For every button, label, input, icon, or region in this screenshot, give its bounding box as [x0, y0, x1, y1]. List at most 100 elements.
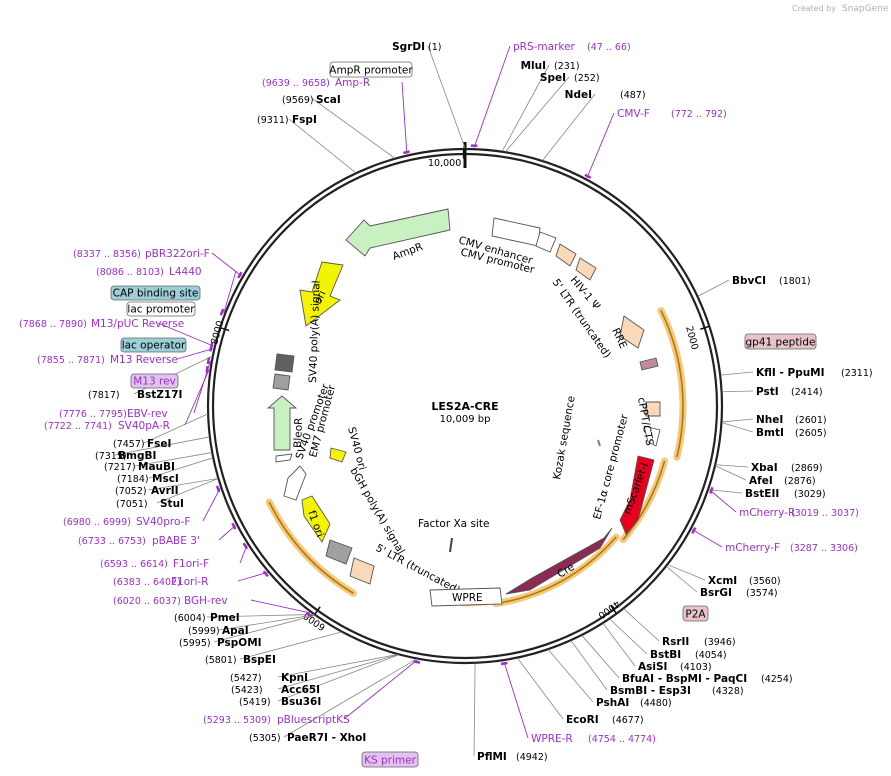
- primer-range-pbr322ori-f: (8337 .. 8356): [73, 249, 141, 260]
- primer-range-pbluescriptks: (5293 .. 5309): [203, 715, 271, 726]
- site-leader: [206, 614, 314, 618]
- site-leader: [609, 618, 648, 655]
- site-leader: [517, 657, 564, 720]
- site-xbai: XbaI: [751, 462, 778, 474]
- site-pos-pflmi: (4942): [516, 752, 548, 763]
- site-pos-bmti: (2605): [795, 428, 827, 439]
- sv40-ori-box: [329, 447, 347, 463]
- site-leader: [277, 654, 398, 678]
- tick-label-4000: 4000: [596, 598, 622, 621]
- site-pos-bstz17i: (7817): [88, 390, 120, 401]
- site-pos-bmgbi: (7315): [95, 451, 127, 462]
- primer-leader: [237, 572, 268, 582]
- f1-ori-arrow: [301, 495, 331, 543]
- primer-range-l4440: (8086 .. 8103): [96, 267, 164, 278]
- site-pos-fsei: (7457): [113, 439, 145, 450]
- site-pos-asisi: (4103): [680, 662, 712, 673]
- primer-range-sv40pa-r: (7722 .. 7741): [44, 421, 112, 432]
- primer-leader: [586, 112, 615, 179]
- ori-arrow: [299, 261, 344, 327]
- ef1a-promoter-arrow: [643, 425, 661, 447]
- kozak-label: Kozak sequence: [551, 395, 578, 481]
- kozak-mark: [597, 439, 601, 447]
- primer-mark: [219, 308, 225, 316]
- site-bmti: BmtI: [756, 427, 784, 439]
- ltr-bottom-box: [349, 557, 375, 585]
- tick-8000: [220, 327, 230, 332]
- site-pos-acc65i: (5423): [231, 685, 263, 696]
- site-bsteii: BstEII: [745, 488, 779, 500]
- primer-pbabe-3-: pBABE 3': [152, 535, 200, 547]
- cmv-enhancer-box: [491, 217, 541, 247]
- site-pos-paer7i-xhoi: (5305): [249, 733, 281, 744]
- site-leader: [312, 98, 396, 159]
- site-asisi: AsiSI: [638, 661, 667, 673]
- box-label-m13-rev: M13 rev: [133, 376, 176, 388]
- ampr-arrow: [345, 208, 451, 257]
- primer-bgh-rev: BGH-rev: [184, 595, 228, 607]
- primer-mark: [242, 542, 249, 550]
- primer-range-f1ori-r: (6383 .. 6402): [113, 577, 181, 588]
- site-leader: [114, 436, 210, 456]
- primer-range-mcherry-r: (3019 .. 3037): [791, 508, 859, 519]
- primer-mark: [262, 570, 269, 578]
- ampr-label: AmpR: [391, 241, 425, 263]
- ori-label: ori: [312, 289, 329, 306]
- tick-6000: [314, 606, 321, 615]
- primer-leader: [691, 529, 723, 548]
- site-leader: [722, 390, 754, 393]
- tick-label-10000: 10,000: [428, 158, 461, 169]
- sv40-polya-box-2: [272, 373, 291, 391]
- primer-sv40pa-r: SV40pA-R: [118, 420, 170, 432]
- box-label-ks-primer: KS primer: [364, 755, 416, 767]
- primer-range-bgh-rev: (6020 .. 6037): [113, 596, 181, 607]
- site-leader: [542, 93, 596, 161]
- site-leader: [708, 489, 743, 494]
- primer-m13-puc-reverse: M13/pUC Reverse: [91, 318, 184, 330]
- box-p2a: [682, 605, 709, 622]
- site-leader: [148, 457, 213, 479]
- site-pos-xbai: (2869): [791, 463, 823, 474]
- primer-leader: [709, 489, 737, 513]
- site-pshai: PshAI: [596, 697, 629, 709]
- site-pos-afei: (2876): [784, 476, 816, 487]
- site-leader: [501, 64, 550, 152]
- site-mlui: MluI: [521, 60, 546, 72]
- site-pmei: PmeI: [210, 612, 240, 624]
- site-pos-spei: (252): [574, 73, 600, 84]
- sv40-promoter-arrow: [283, 465, 307, 501]
- wpre-label: WPRE: [452, 592, 483, 604]
- site-pos-nhei: (2601): [795, 415, 827, 426]
- sv40-ori-label: SV40 ori: [345, 426, 368, 472]
- site-leader: [277, 654, 399, 702]
- primer-mark: [584, 173, 592, 179]
- primer-mark: [691, 527, 697, 534]
- site-pos-bspei: (5801): [205, 655, 237, 666]
- site-pos-pmei: (6004): [174, 613, 206, 624]
- site-leader: [505, 76, 570, 152]
- box-label-cap-binding-site: CAP binding site: [113, 288, 199, 300]
- site-pspomi: PspOMI: [217, 637, 262, 649]
- site-leader: [147, 478, 218, 491]
- primer-mark: [403, 150, 410, 155]
- site-ndei: NdeI: [565, 89, 592, 101]
- site-leader: [143, 413, 208, 444]
- site-pos-pshai: (4480): [640, 698, 672, 709]
- watermark-brand: SnapGene: [842, 4, 889, 14]
- site-bfuai-bspmi-paqci: BfuAI - BspMI - PaqCI: [622, 673, 747, 685]
- site-sgrdi: SgrDI: [392, 41, 425, 53]
- primer-range-pbabe-3-: (6733 .. 6753): [78, 536, 146, 547]
- box-ks-primer: [361, 751, 419, 768]
- gp41-mark: [639, 357, 659, 371]
- plasmid-name: LES2A-CRE: [431, 400, 498, 413]
- site-pos-ecori: (4677): [612, 715, 644, 726]
- hiv-psi-box-2: [575, 257, 597, 281]
- primer-mcherry-f: mCherry-F: [725, 542, 780, 554]
- primer-leader: [157, 322, 214, 347]
- box-lac-promoter: [126, 301, 196, 317]
- site-pos-pspomi: (5995): [179, 638, 211, 649]
- site-leader: [697, 279, 730, 297]
- cmv-promoter-box: [535, 231, 557, 253]
- site-leader: [277, 654, 399, 690]
